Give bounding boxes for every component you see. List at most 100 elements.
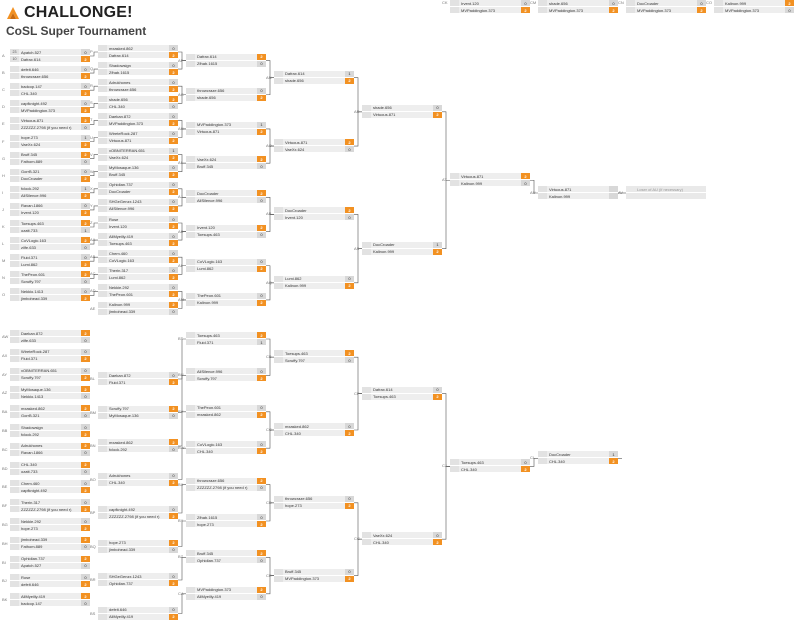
match-participant[interactable]: Virtuous.871 bbox=[538, 186, 618, 192]
match-participant[interactable]: Kalinon.999 bbox=[538, 193, 618, 199]
match-participant[interactable]: ZZZZZZ.2798 (if you need r)2 bbox=[98, 513, 178, 519]
match-participant[interactable] bbox=[626, 193, 706, 199]
match-av[interactable]: Loser of AU (if necessary) bbox=[626, 186, 706, 200]
